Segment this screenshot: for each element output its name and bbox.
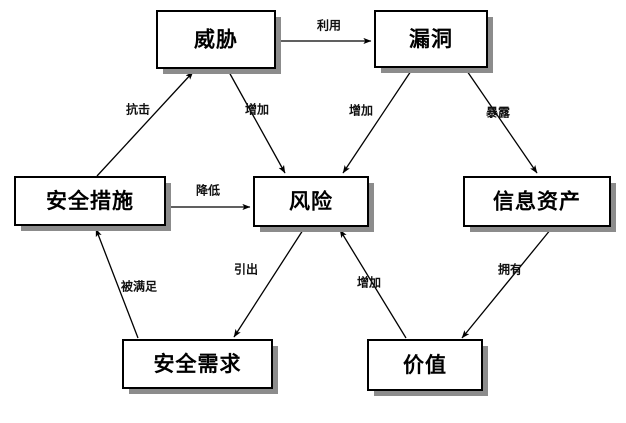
node-box-risk[interactable] bbox=[253, 176, 369, 227]
edge-arrow-e2 bbox=[96, 71, 194, 177]
edge-label-e4: 增加 bbox=[349, 103, 373, 118]
edge-vulnerability-to-asset bbox=[466, 70, 538, 174]
edge-requirement-to-safeguard bbox=[95, 228, 139, 339]
edge-value-to-risk bbox=[339, 229, 407, 339]
edge-label-e9: 增加 bbox=[357, 275, 381, 290]
edge-arrow-e3 bbox=[228, 71, 286, 174]
edge-label-e1: 利用 bbox=[317, 18, 341, 33]
edge-threat-to-risk bbox=[228, 71, 286, 174]
edge-label-e7: 被满足 bbox=[121, 279, 157, 294]
edge-arrow-e7 bbox=[95, 228, 139, 339]
edge-safeguard-to-threat bbox=[96, 71, 194, 177]
edge-label-e8: 引出 bbox=[234, 262, 258, 277]
node-box-value[interactable] bbox=[367, 339, 483, 391]
edge-arrow-e5 bbox=[466, 70, 538, 174]
edge-label-e10: 拥有 bbox=[498, 262, 522, 277]
edge-arrow-e8 bbox=[233, 229, 304, 338]
node-threat[interactable]: 威胁 bbox=[156, 10, 281, 74]
edge-arrow-e9 bbox=[339, 229, 407, 339]
node-requirement[interactable]: 安全需求 bbox=[122, 339, 278, 394]
edge-risk-to-requirement bbox=[233, 229, 304, 338]
edge-label-e5: 暴露 bbox=[485, 106, 511, 120]
node-label-vulnerability: 漏洞 bbox=[409, 27, 453, 51]
node-value[interactable]: 价值 bbox=[367, 339, 488, 396]
edge-arrow-e4 bbox=[342, 70, 412, 174]
node-box-vulnerability[interactable] bbox=[374, 10, 488, 68]
edge-asset-to-value bbox=[461, 228, 552, 339]
node-label-risk: 风险 bbox=[289, 190, 333, 214]
node-box-asset[interactable] bbox=[463, 176, 611, 227]
node-safeguard[interactable]: 安全措施 bbox=[14, 176, 171, 231]
node-label-safeguard: 安全措施 bbox=[46, 189, 134, 213]
edge-arrow-e10 bbox=[461, 228, 552, 339]
node-box-safeguard[interactable] bbox=[14, 176, 166, 226]
node-box-threat[interactable] bbox=[156, 10, 276, 69]
node-asset[interactable]: 信息资产 bbox=[463, 176, 616, 232]
node-label-value: 价值 bbox=[403, 353, 447, 377]
node-label-asset: 信息资产 bbox=[493, 190, 581, 214]
node-label-requirement: 安全需求 bbox=[154, 352, 242, 376]
edge-label-e2: 抗击 bbox=[126, 102, 150, 117]
edges-layer bbox=[95, 37, 552, 339]
node-risk[interactable]: 风险 bbox=[253, 176, 374, 232]
edge-labels-layer: 利用抗击增加增加暴露降低被满足引出增加拥有 bbox=[121, 18, 522, 294]
edge-label-e3: 增加 bbox=[245, 102, 269, 117]
node-box-requirement[interactable] bbox=[122, 339, 273, 389]
edge-label-e6: 降低 bbox=[196, 183, 220, 198]
edge-vulnerability-to-risk bbox=[342, 70, 412, 174]
node-vulnerability[interactable]: 漏洞 bbox=[374, 10, 493, 73]
node-label-threat: 威胁 bbox=[194, 28, 238, 52]
